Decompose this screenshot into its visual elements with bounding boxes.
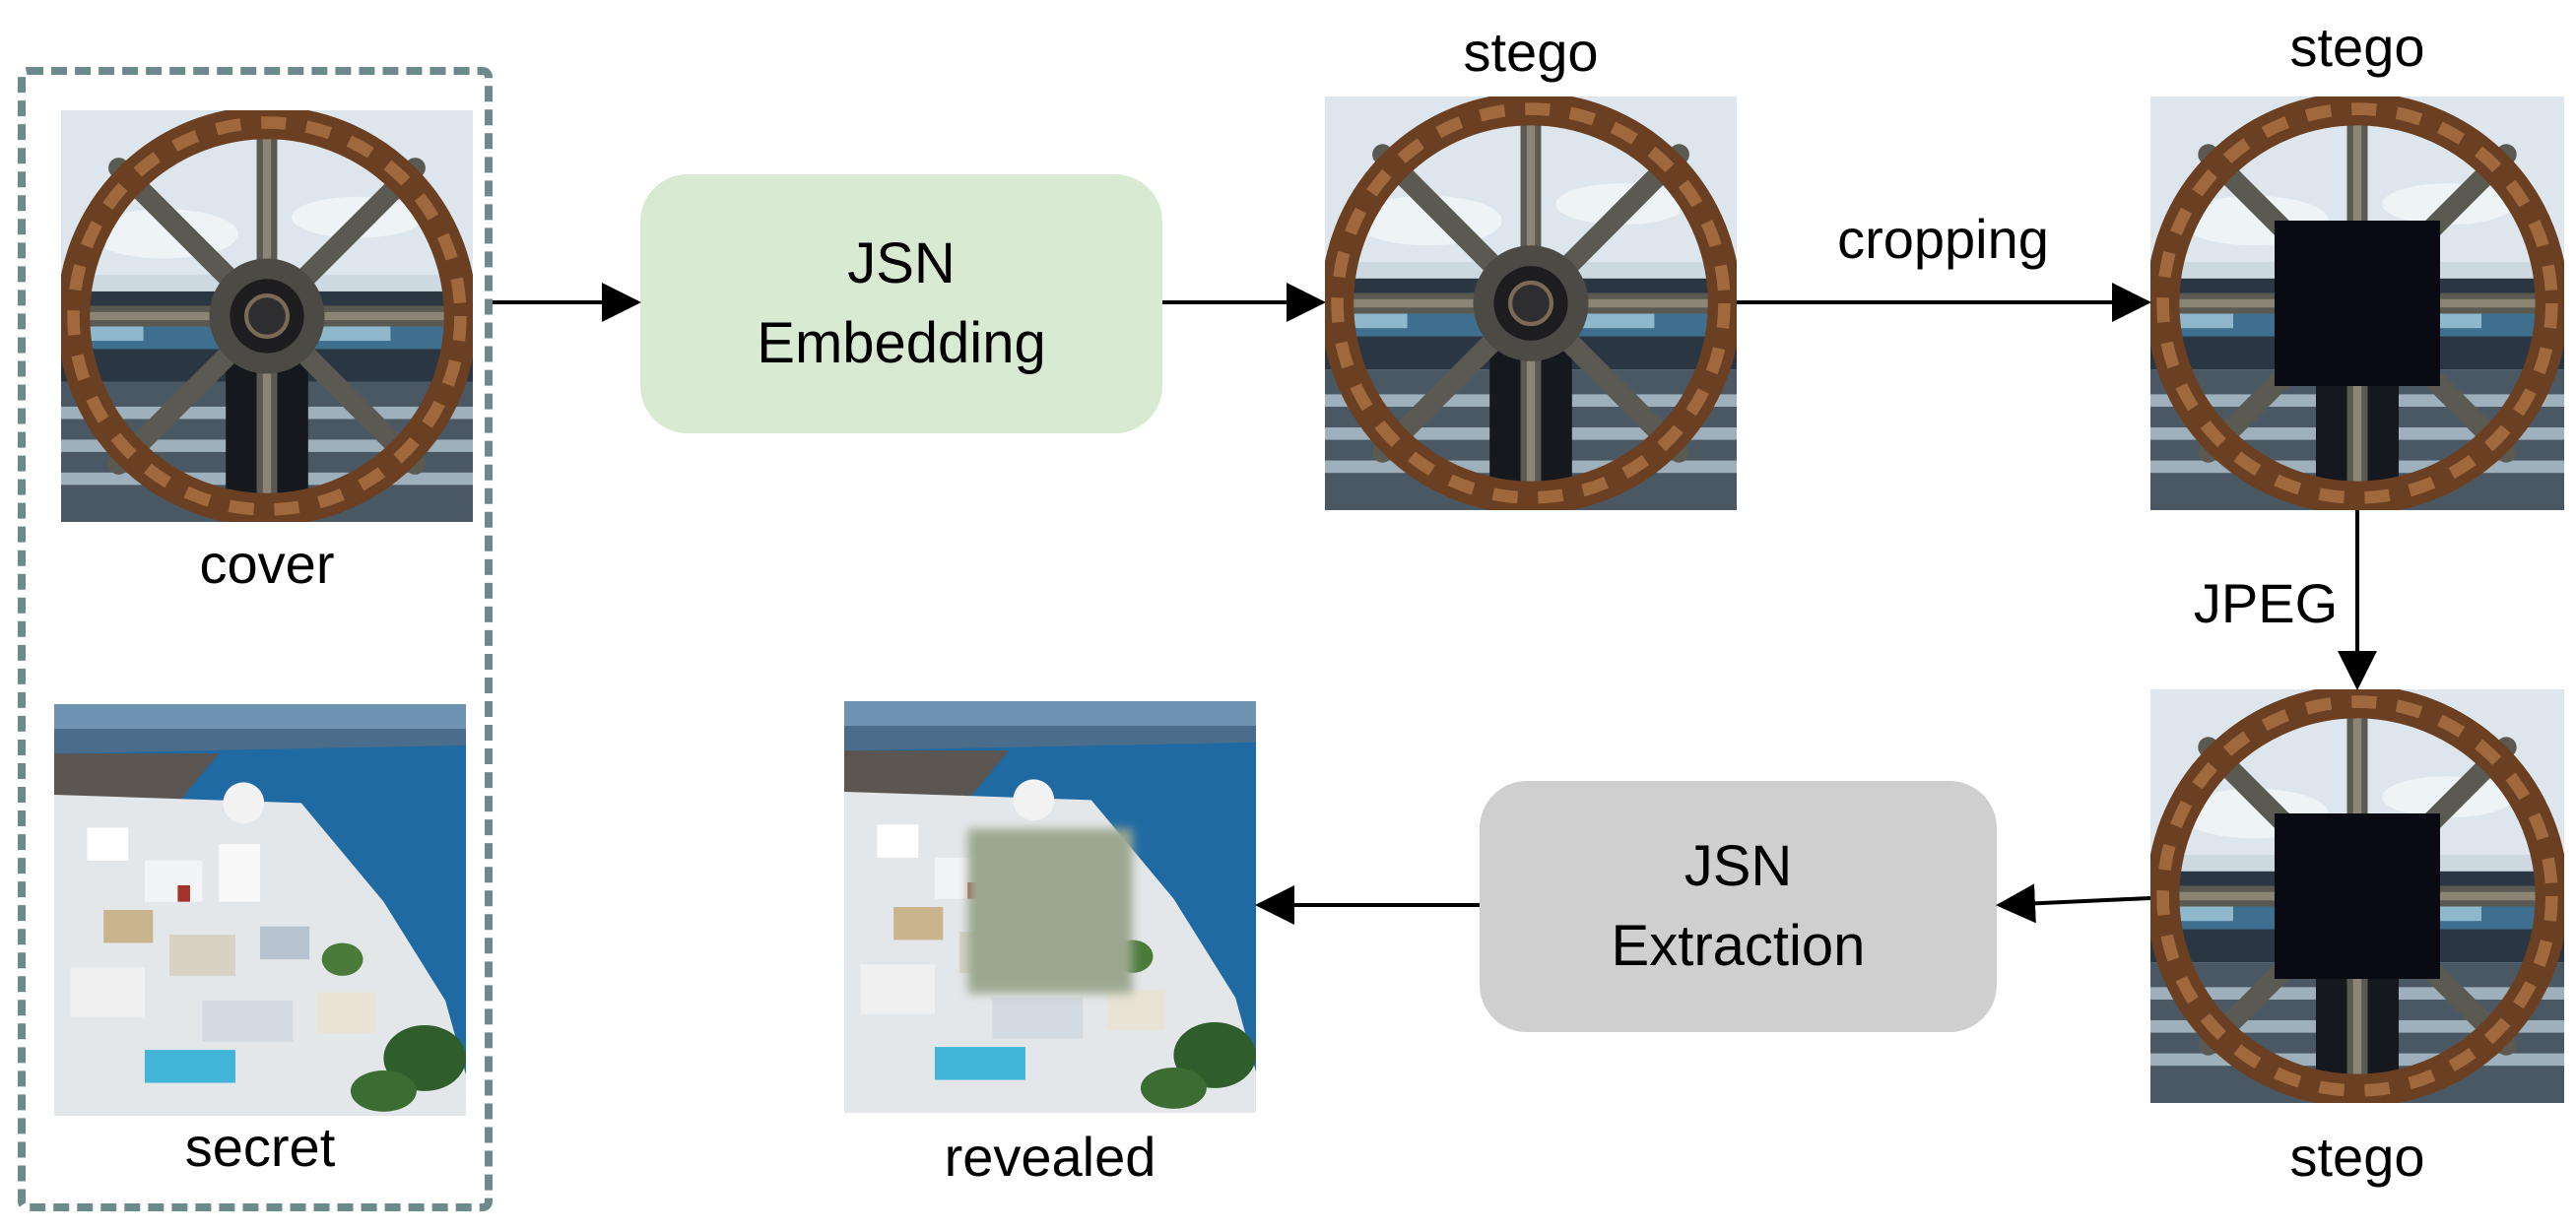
- revealed-label: revealed: [944, 1126, 1156, 1188]
- extraction-title: JSN: [1684, 834, 1793, 899]
- blurred-patch: [967, 828, 1133, 994]
- secret-image: [54, 704, 466, 1116]
- cover-image: [61, 110, 473, 522]
- stego-label-3: stego: [2289, 1126, 2425, 1188]
- stego-label-2: stego: [2289, 16, 2425, 78]
- stego-image-1: [1325, 97, 1737, 510]
- jsn-embedding-block: JSN Embedding: [640, 174, 1162, 433]
- extraction-subtitle: Extraction: [1611, 913, 1866, 978]
- crop-patch: [2275, 221, 2440, 386]
- embedding-subtitle: Embedding: [757, 310, 1046, 375]
- input-group-frame: [18, 67, 493, 1211]
- cover-label: cover: [199, 533, 335, 595]
- embedding-title: JSN: [847, 231, 956, 296]
- cropping-label: cropping: [1837, 208, 2049, 270]
- jpeg-label: JPEG: [2193, 572, 2339, 634]
- stego-image-cropped: [2150, 97, 2564, 510]
- crop-patch: [2275, 813, 2440, 979]
- arrow-stego-to-extraction: [1996, 883, 2151, 924]
- stego-label-1: stego: [1463, 21, 1599, 83]
- stego-image-jpeg: [2150, 689, 2564, 1103]
- jsn-extraction-block: JSN Extraction: [1480, 781, 1997, 1032]
- revealed-image: [844, 701, 1256, 1113]
- secret-label: secret: [184, 1116, 336, 1178]
